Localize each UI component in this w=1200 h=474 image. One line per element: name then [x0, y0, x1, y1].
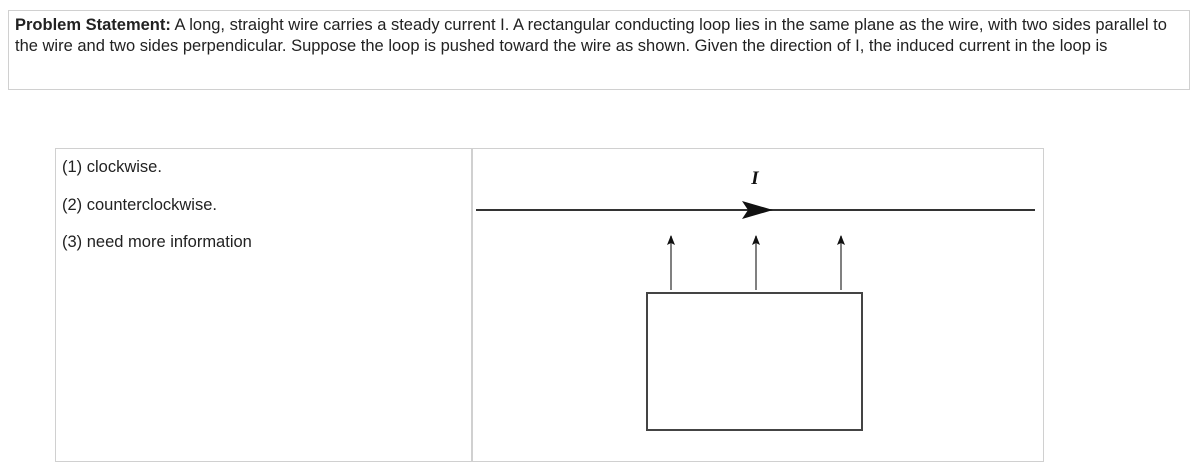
- motion-arrows: [667, 235, 845, 290]
- problem-statement: Problem Statement: A long, straight wire…: [8, 10, 1190, 90]
- column-divider: [471, 149, 473, 461]
- conducting-loop: [646, 292, 863, 431]
- option-3[interactable]: (3) need more information: [62, 233, 252, 251]
- question-table: (1) clockwise. (2) counterclockwise. (3)…: [55, 148, 1044, 462]
- current-direction-arrow-icon: [742, 201, 773, 219]
- problem-label: Problem Statement:: [15, 16, 171, 34]
- problem-text: A long, straight wire carries a steady c…: [15, 16, 1167, 55]
- option-1[interactable]: (1) clockwise.: [62, 158, 162, 176]
- current-label: I: [750, 168, 759, 189]
- option-2[interactable]: (2) counterclockwise.: [62, 196, 217, 214]
